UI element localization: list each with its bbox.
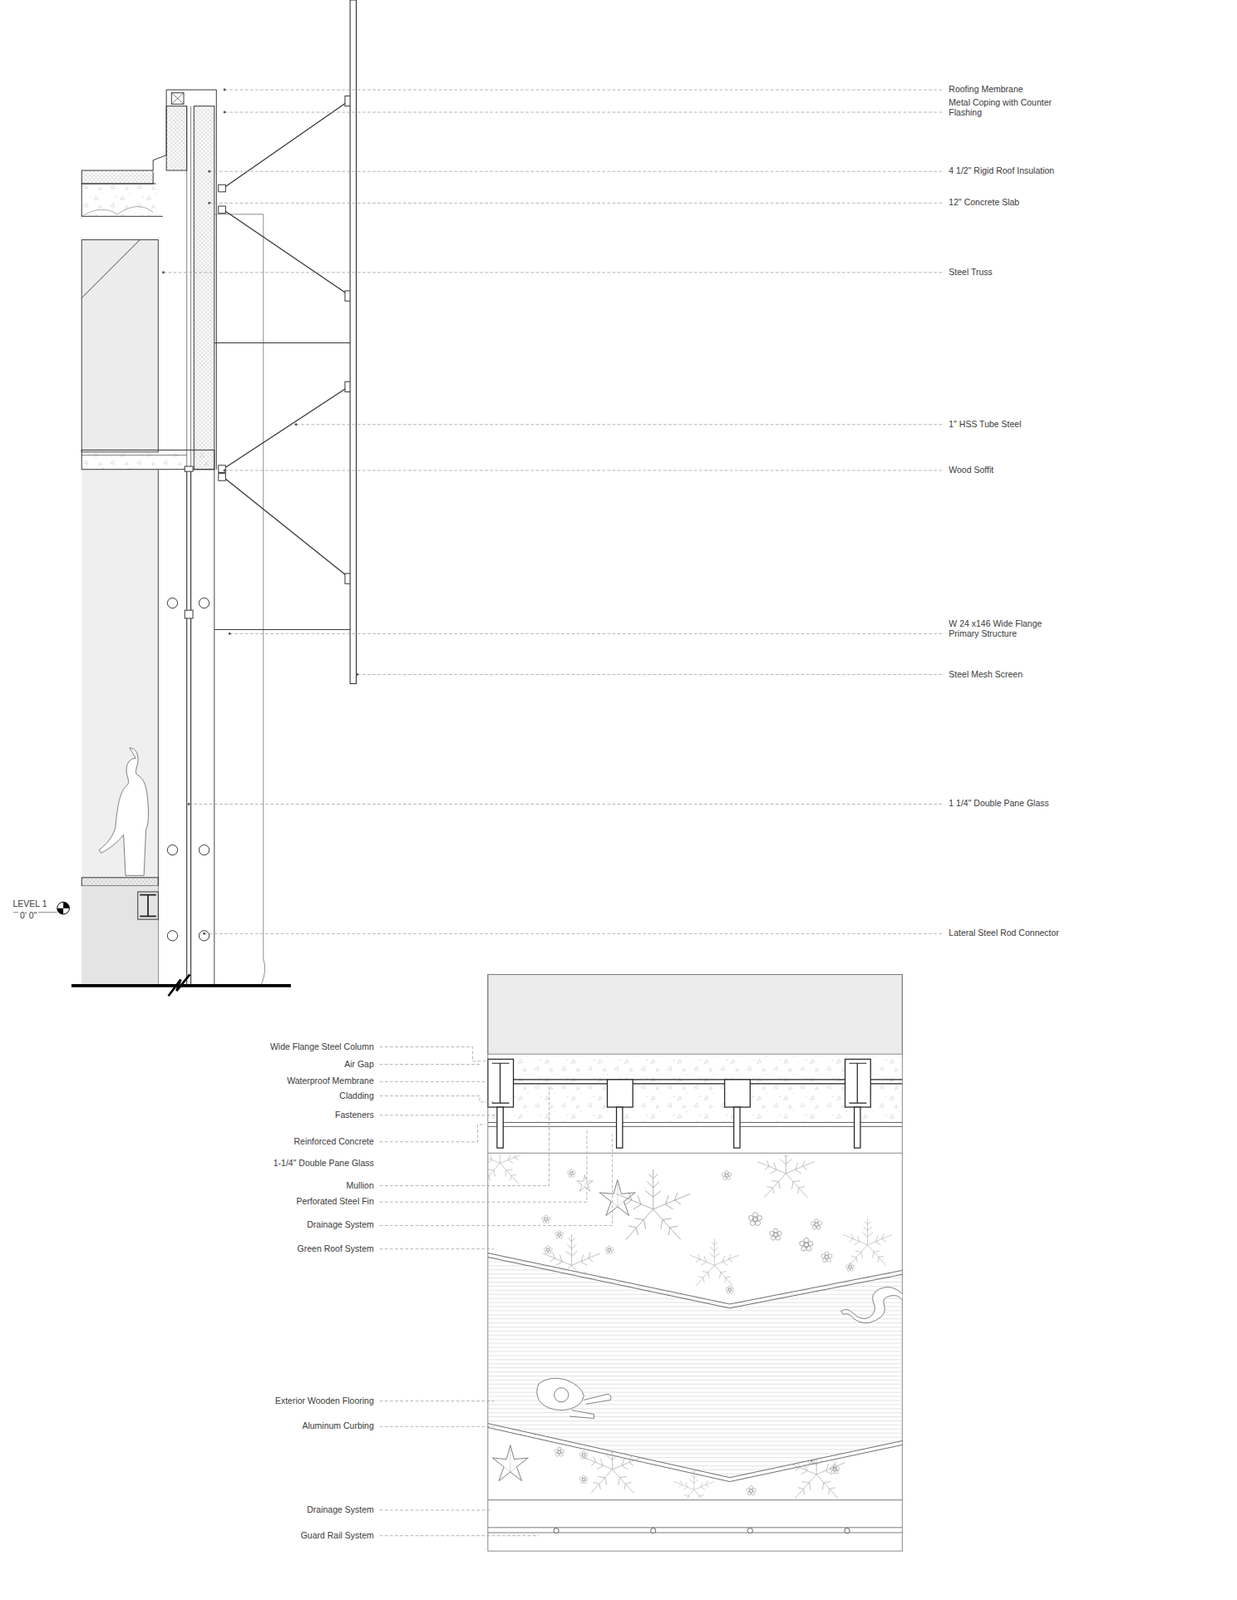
- callout-label: Roofing Membrane: [946, 84, 1025, 95]
- callout-label: Guard Rail System: [299, 1531, 376, 1542]
- callout-label: Exterior Wooden Flooring: [273, 1396, 376, 1407]
- callout-label: Aluminum Curbing: [300, 1421, 375, 1432]
- callout-label: 4 1/2" Rigid Roof Insulation: [946, 166, 1056, 177]
- callout-label: Perforated Steel Fin: [294, 1197, 375, 1208]
- callout-label: Waterproof Membrane: [285, 1076, 376, 1087]
- callout-label: 1-1/4" Double Pane Glass: [271, 1158, 376, 1169]
- callout-label: Green Roof System: [295, 1244, 376, 1255]
- callout-label: Wood Soffit: [946, 465, 996, 476]
- callout-label: Steel Truss: [946, 267, 995, 278]
- callout-label: Cladding: [337, 1091, 375, 1102]
- callout-label: Steel Mesh Screen: [946, 670, 1025, 681]
- callout-label: 1" HSS Tube Steel: [946, 419, 1023, 430]
- callout-label: Reinforced Concrete: [291, 1137, 375, 1148]
- level-marker-label: 0' 0": [18, 911, 39, 922]
- callout-label: Drainage System: [305, 1505, 376, 1516]
- callout-label: Air Gap: [342, 1059, 376, 1070]
- callout-label: Mullion: [344, 1181, 376, 1192]
- callout-label: Drainage System: [305, 1220, 376, 1231]
- callout-label: W 24 x146 Wide Flange Primary Structure: [946, 619, 1055, 639]
- callout-label: 1 1/4" Double Pane Glass: [946, 798, 1050, 809]
- level-marker-label: LEVEL 1: [11, 899, 50, 910]
- callout-label: Metal Coping with Counter Flashing: [946, 98, 1055, 118]
- callout-label: Fasteners: [333, 1110, 376, 1121]
- callout-label: 12" Concrete Slab: [946, 197, 1021, 208]
- callout-label: Wide Flange Steel Column: [268, 1042, 376, 1053]
- callout-label: Lateral Steel Rod Connector: [946, 928, 1061, 939]
